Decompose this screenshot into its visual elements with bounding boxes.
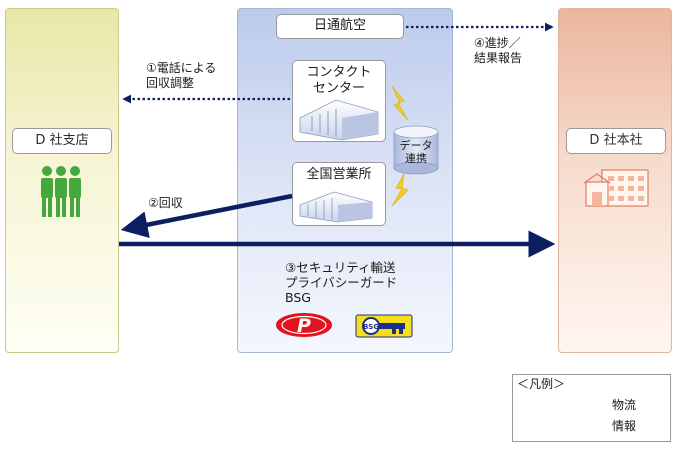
step4-line2: 結果報告 xyxy=(474,51,523,65)
nittsu-air-label: 日通航空 xyxy=(276,14,404,39)
step4-line1: ④進捗／ xyxy=(474,36,521,50)
collection-arrow xyxy=(120,193,293,239)
warehouse-building-icon xyxy=(299,191,373,223)
step3-line1: ③セキュリティ輸送 xyxy=(285,260,396,275)
legend-title: ＜凡例＞ xyxy=(517,377,566,391)
data-link-label: データ 連携 xyxy=(396,139,436,165)
contact-center-building-icon xyxy=(299,99,379,141)
d-headquarters-label: D 社本社 xyxy=(566,128,666,154)
database-icon xyxy=(393,125,439,175)
step3-label: ③セキュリティ輸送 プライバシーガード BSG xyxy=(285,260,397,305)
step1-line1: ①電話による xyxy=(146,61,217,75)
people-icon xyxy=(41,166,81,217)
step1-line2: 回収調整 xyxy=(146,76,195,90)
step4-label: ④進捗／ 結果報告 xyxy=(474,36,522,66)
headquarters-building-icon xyxy=(583,169,649,207)
step3-line2: プライバシーガード xyxy=(285,275,398,290)
d-branch-label: D 社支店 xyxy=(12,128,112,154)
p-mark-logo: P xyxy=(276,313,332,337)
legend-box xyxy=(512,374,671,442)
legend-information-label: 情報 xyxy=(612,419,637,433)
branch-office-label: 全国営業所 xyxy=(306,167,372,182)
contact-center-line2: センター xyxy=(312,81,365,97)
contact-center-line1: コンタクト xyxy=(306,65,372,80)
step1-label: ①電話による 回収調整 xyxy=(146,61,216,91)
data-link-line1: データ xyxy=(399,139,433,152)
p-mark-text: P xyxy=(297,315,311,337)
bsg-key-logo: BSG xyxy=(355,314,413,338)
data-link-line2: 連携 xyxy=(405,152,427,165)
step3-line3: BSG xyxy=(285,290,311,305)
lightning-icon-lower xyxy=(391,173,409,207)
bsg-mark-text: BSG xyxy=(363,323,379,331)
step2-label: ②回収 xyxy=(148,196,183,210)
legend-physical-label: 物流 xyxy=(612,398,637,412)
lightning-icon xyxy=(391,85,409,121)
